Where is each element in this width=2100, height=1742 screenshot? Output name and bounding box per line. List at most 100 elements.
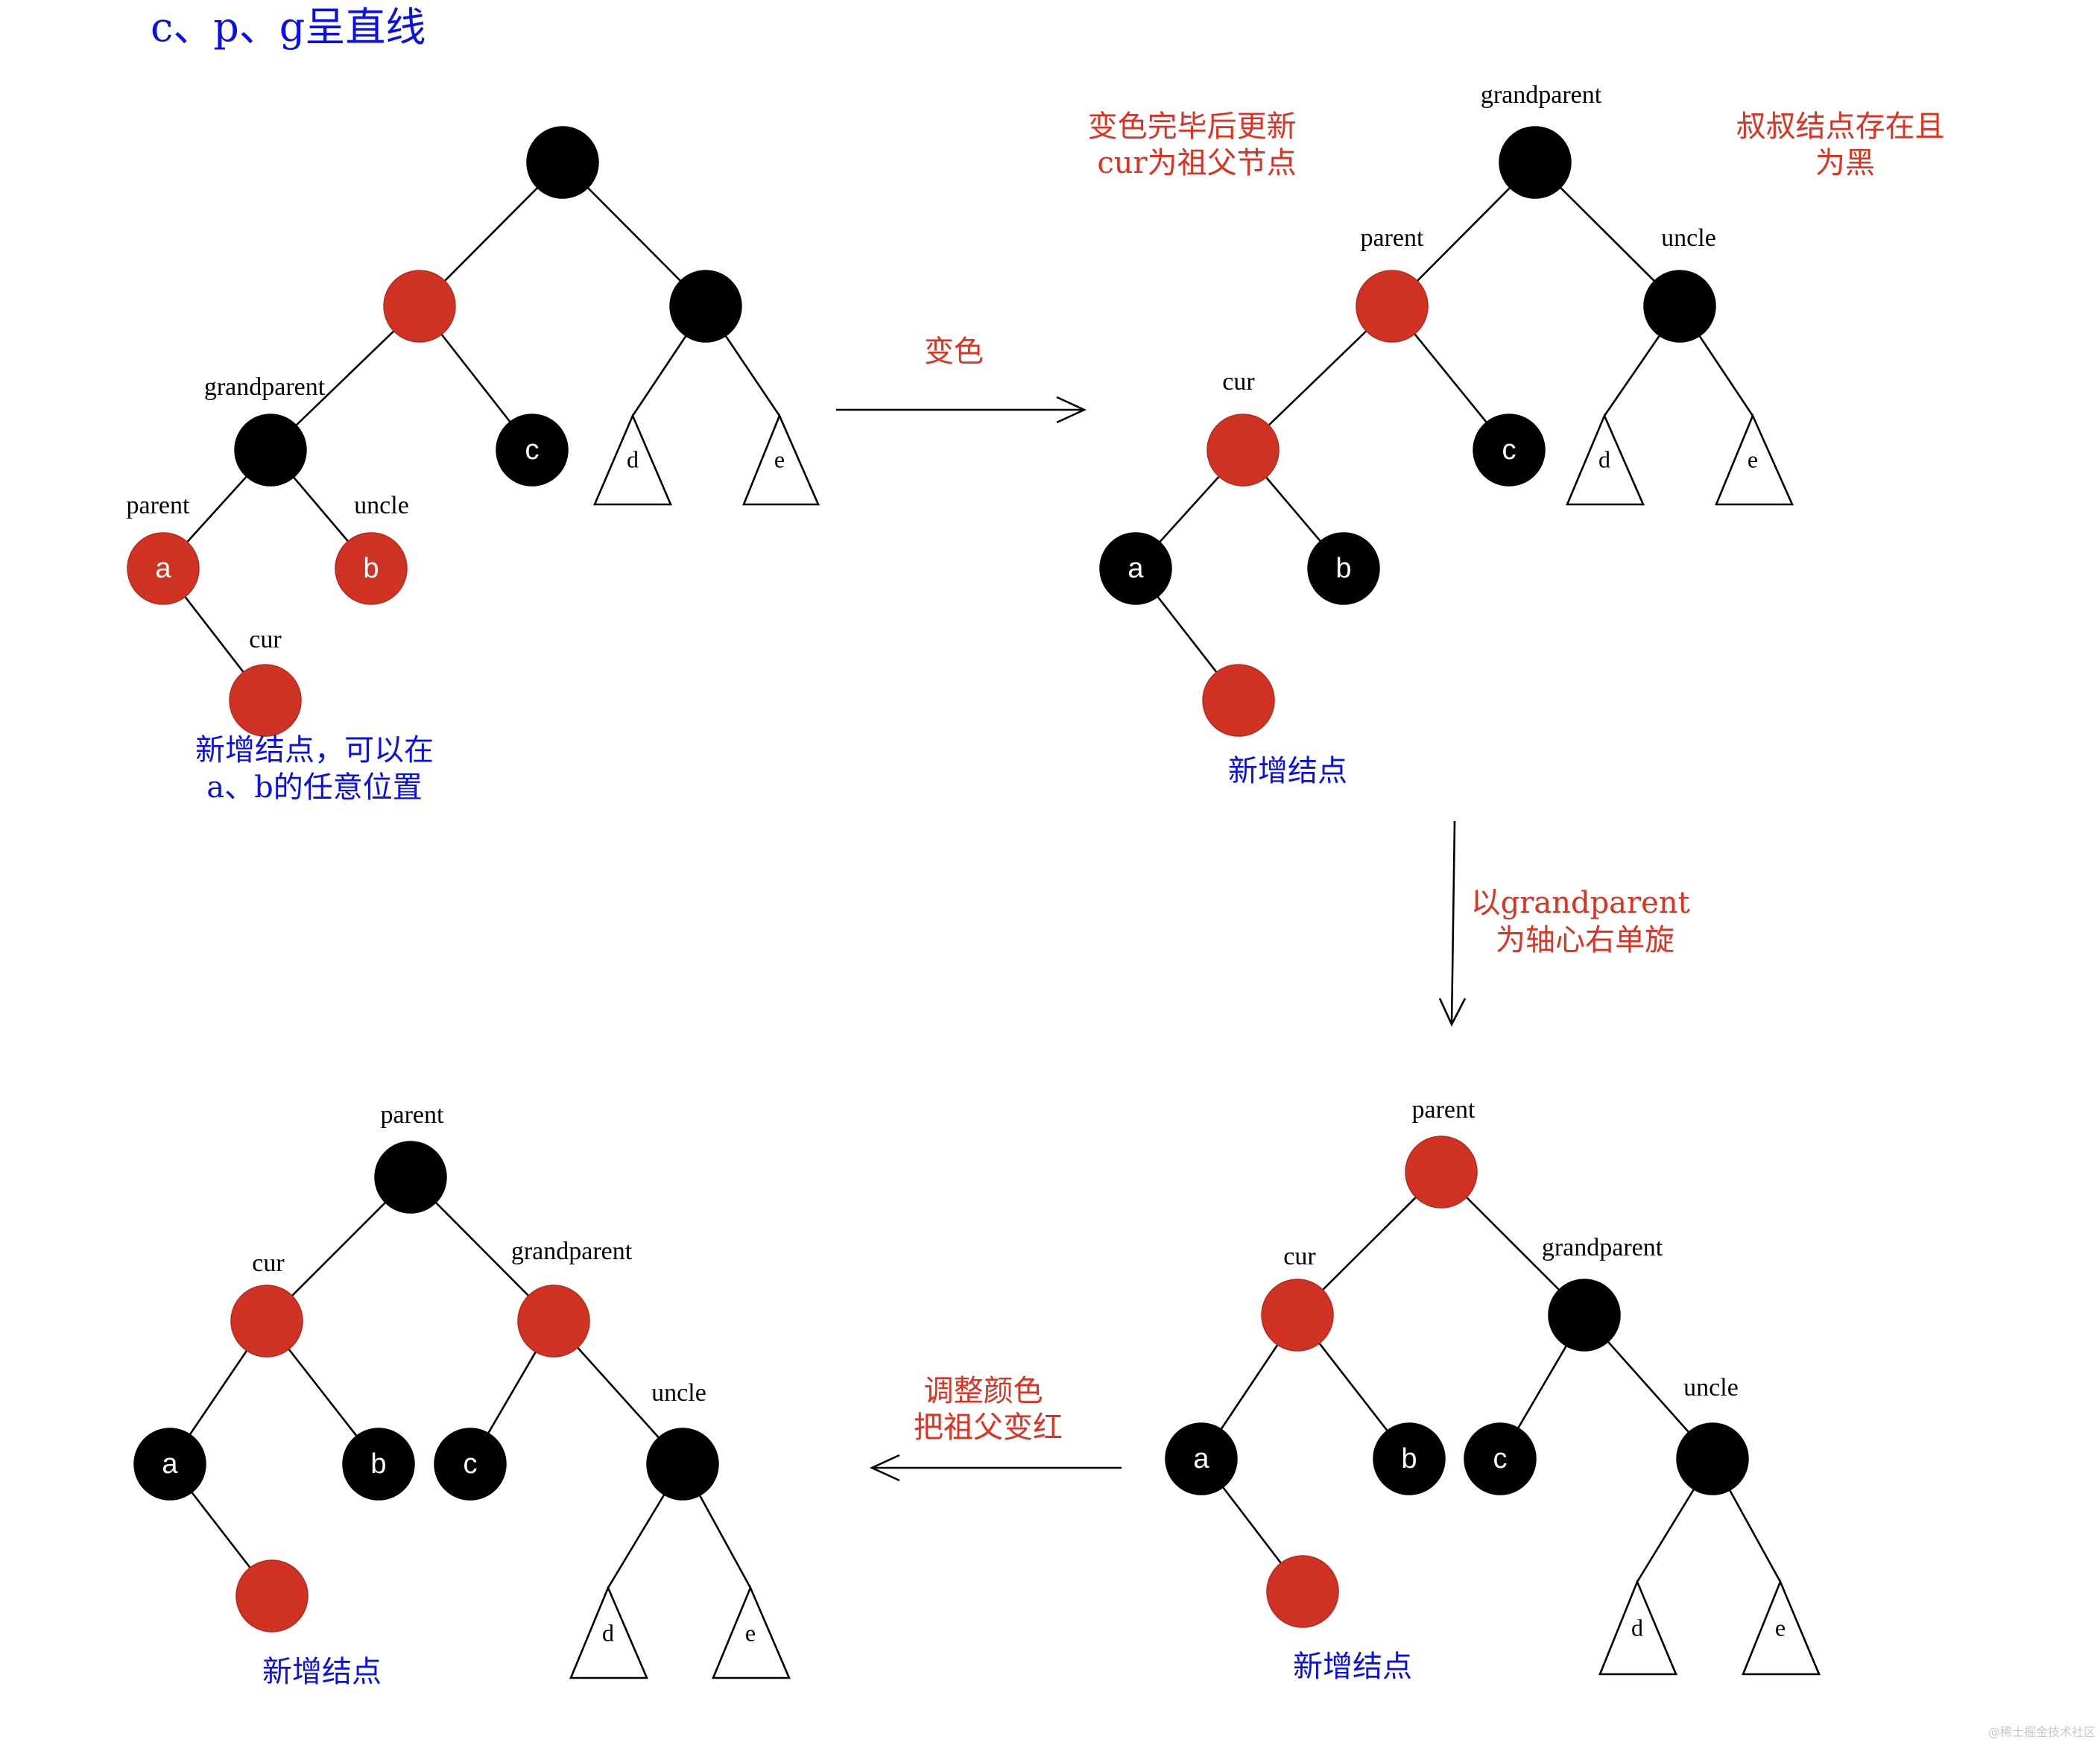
after-recolor-line-2: cur为祖父节点 bbox=[1097, 146, 1296, 180]
node-role-label: grandparent bbox=[1481, 81, 1602, 109]
red-node bbox=[1261, 1279, 1334, 1352]
diagram-final: d e parent cur grandparent a b c uncle 新增结点 bbox=[133, 1101, 791, 1689]
node-letter: a bbox=[1128, 553, 1144, 584]
node-role-label: uncle bbox=[1683, 1374, 1739, 1401]
recolor-arrow-line-1: 变色 bbox=[924, 335, 984, 369]
subtree-triangle bbox=[1742, 1579, 1821, 1676]
node-letter: c bbox=[525, 434, 540, 466]
node-role-label: uncle bbox=[354, 492, 409, 519]
red-node bbox=[1266, 1555, 1339, 1628]
new-node-note: 新增结点 bbox=[262, 1655, 382, 1689]
recolor-arrow bbox=[836, 396, 1087, 424]
black-node bbox=[496, 414, 569, 487]
subtree-triangle bbox=[1715, 413, 1794, 506]
red-node bbox=[1206, 414, 1280, 487]
node-letter: c bbox=[464, 1448, 478, 1480]
black-node bbox=[374, 1141, 447, 1214]
rotate-note: 以grandparent 为轴心右单旋 bbox=[1471, 886, 1700, 957]
note-line: a、b的任意位置 bbox=[206, 770, 422, 805]
subtree-triangle bbox=[1566, 413, 1645, 506]
red-node bbox=[235, 1559, 309, 1632]
subtree-label: d bbox=[602, 1619, 614, 1646]
black-node bbox=[526, 126, 599, 199]
adjust-color-note: 调整颜色 把祖父变红 bbox=[914, 1374, 1063, 1445]
rotate-line-2: 为轴心右单旋 bbox=[1496, 923, 1674, 957]
uncle-exists-line-1: 叔叔结点存在且 bbox=[1736, 110, 1945, 144]
black-node bbox=[133, 1428, 206, 1501]
note-line: 新增结点 bbox=[1228, 754, 1347, 788]
note-line: 新增结点 bbox=[1293, 1650, 1412, 1684]
adjust-line-1: 调整颜色 bbox=[924, 1374, 1043, 1408]
node-role-label: parent bbox=[381, 1101, 445, 1129]
red-node bbox=[229, 664, 302, 737]
black-node bbox=[1307, 532, 1380, 605]
uncle-exists-note: 叔叔结点存在且 为黑 bbox=[1736, 110, 1955, 180]
node-role-label: cur bbox=[1222, 368, 1255, 396]
black-node bbox=[1373, 1422, 1446, 1495]
after-recolor-line-1: 变色完毕后更新 bbox=[1088, 110, 1297, 144]
recolor-arrow-label: 变色 bbox=[924, 335, 984, 369]
node-letter: a bbox=[162, 1448, 178, 1480]
subtree-triangle bbox=[593, 413, 672, 506]
after-recolor-note: 变色完毕后更新 cur为祖父节点 bbox=[1088, 110, 1306, 180]
red-node bbox=[517, 1285, 590, 1358]
red-node bbox=[1405, 1136, 1478, 1209]
watermark: @稀土掘金技术社区 bbox=[1988, 1725, 2096, 1739]
black-node bbox=[1548, 1279, 1621, 1352]
black-node bbox=[1099, 532, 1172, 605]
node-letter: b bbox=[363, 553, 379, 584]
black-node bbox=[1165, 1422, 1238, 1495]
black-node bbox=[1643, 270, 1716, 343]
red-node bbox=[383, 270, 456, 343]
uncle-exists-line-2: 为黑 bbox=[1815, 146, 1875, 180]
red-node bbox=[230, 1285, 303, 1358]
node-letter: c bbox=[1502, 434, 1517, 466]
black-node bbox=[1499, 126, 1572, 199]
new-node-note: 新增结点 bbox=[1293, 1650, 1412, 1684]
node-letter: b bbox=[1401, 1443, 1417, 1475]
node-role-label: cur bbox=[1283, 1243, 1316, 1270]
adjust-line-2: 把祖父变红 bbox=[914, 1410, 1063, 1445]
rotate-arrow bbox=[1438, 820, 1467, 1027]
page-title: c、p、g呈直线 bbox=[151, 4, 426, 51]
black-node bbox=[646, 1428, 719, 1501]
node-role-label: uncle bbox=[1661, 224, 1716, 252]
subtree-label: e bbox=[774, 446, 785, 472]
node-letter: b bbox=[370, 1448, 386, 1480]
subtree-label: d bbox=[1631, 1614, 1643, 1641]
red-node bbox=[335, 532, 408, 605]
node-role-label: parent bbox=[1412, 1096, 1476, 1124]
node-role-label: parent bbox=[127, 492, 191, 519]
node-role-label: grandparent bbox=[204, 373, 326, 401]
subtree-triangle bbox=[712, 1585, 791, 1679]
subtree-label: e bbox=[1775, 1614, 1786, 1641]
black-node bbox=[234, 414, 307, 487]
black-node bbox=[1676, 1422, 1749, 1495]
node-role-label: cur bbox=[249, 626, 282, 653]
node-letter: b bbox=[1335, 553, 1351, 584]
node-role-label: cur bbox=[252, 1250, 285, 1277]
node-role-label: grandparent bbox=[511, 1238, 633, 1265]
adjust-color-arrow bbox=[869, 1454, 1122, 1482]
black-node bbox=[669, 270, 742, 343]
node-role-label: parent bbox=[1361, 224, 1425, 252]
subtree-triangle bbox=[742, 413, 820, 506]
note-line: 新增结点 bbox=[262, 1655, 382, 1689]
subtree-label: d bbox=[627, 446, 639, 472]
rotate-line-1: 以grandparent bbox=[1471, 886, 1690, 920]
new-node-note: 新增结点 bbox=[1228, 754, 1347, 788]
node-role-label: uncle bbox=[651, 1379, 706, 1407]
subtree-triangle bbox=[569, 1585, 648, 1679]
subtree-triangle bbox=[1598, 1579, 1677, 1676]
black-node bbox=[1464, 1422, 1537, 1495]
black-node bbox=[434, 1428, 507, 1501]
subtree-label: e bbox=[745, 1619, 756, 1646]
node-letter: a bbox=[1193, 1443, 1209, 1475]
node-role-label: grandparent bbox=[1542, 1234, 1663, 1261]
red-node bbox=[1356, 270, 1429, 343]
